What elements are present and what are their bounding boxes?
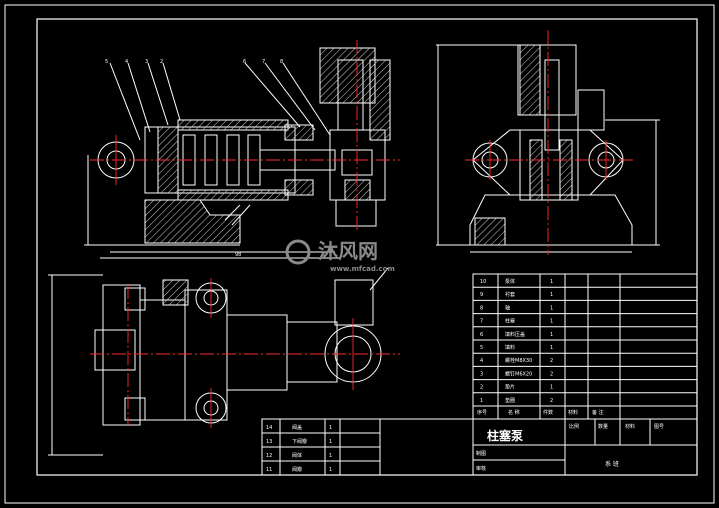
bom-row-qty: 2 [550,358,553,364]
svg-text:4: 4 [125,59,128,65]
part-title: 柱塞泵 [487,428,523,443]
bom-row-name: 衬套 [505,291,515,298]
bom-row-seq: 6 [480,332,483,338]
lower-row-seq: 13 [266,439,272,445]
lower-row-qty: 1 [329,467,332,473]
bom-row-seq: 3 [480,371,483,377]
bom-row-qty: 1 [550,345,553,351]
material-label: 材料 [625,423,635,430]
svg-text:2: 2 [160,59,163,65]
lower-row-seq: 14 [266,425,272,431]
svg-text:8: 8 [280,59,283,65]
top-centerlines [90,278,400,428]
lower-row-qty: 1 [329,439,332,445]
front-centerlines [90,40,400,230]
bom-row-qty: 1 [550,385,553,391]
side-centerlines [465,30,635,255]
svg-text:6: 6 [243,59,246,65]
bom-row-seq: 10 [480,279,486,285]
bom-row-seq: 4 [480,358,483,364]
bom-header-seq: 序号 [477,409,487,416]
scale-label: 比例 [569,423,579,430]
lower-row-qty: 1 [329,425,332,431]
designer-label: 制图 [476,450,486,457]
bom-row-name: 填料 [505,344,515,351]
bom-row-name: 填料压盖 [505,331,525,338]
bom-row-name: 螺钉M6X20 [505,370,532,377]
checker-label: 审核 [476,465,486,472]
svg-text:98: 98 [235,252,241,258]
bom-row-lines [473,286,697,407]
watermark-logo-icon [285,239,311,265]
bom-row-qty: 2 [550,371,553,377]
bom-header-qty: 件数 [543,409,553,416]
bom-row-seq: 8 [480,305,483,311]
lower-row-name: 阀体 [292,452,302,459]
drawing-no-label: 图号 [654,424,664,430]
quantity-label: 数量 [598,423,608,430]
bom-header-name: 名 称 [508,409,520,416]
watermark: 沐风网 www.mfcad.com [285,239,395,273]
title-block-text: 柱塞泵 比例 数量 材料 图号 制图 审核 系 班 序号 名 称 件数 材料 备… [476,409,664,472]
outer-frame [4,4,715,504]
top-view [48,257,389,456]
svg-text:3: 3 [145,59,148,65]
watermark-brand: 沐风网 [318,239,378,263]
lower-row-name: 阀瓣 [292,466,302,473]
bom-row-name: 垫圈 [505,397,515,404]
bom-row-name: 螺栓M8X30 [505,357,532,364]
bom-row-seq: 5 [480,345,483,351]
bom-row-qty: 1 [550,279,553,285]
bom-row-name: 泵体 [505,278,515,285]
bom-row-qty: 1 [550,292,553,298]
lower-row-qty: 1 [329,453,332,459]
lower-row-name: 下阀瓣 [292,438,307,445]
bom-table [472,273,698,420]
bom-row-seq: 7 [480,319,483,325]
bom-row-qty: 2 [550,398,553,404]
bom-row-qty: 1 [550,319,553,325]
lower-row-name: 阀盖 [292,424,302,431]
bom-row-seq: 9 [480,292,483,298]
bom-row-qty: 1 [550,332,553,338]
lower-row-seq: 12 [266,453,272,459]
bom-rows: 10 泵体 1 9 衬套 1 8 轴 1 7 柱塞 1 6 填料压盖 1 5 填料 1 4 螺栓M8X30 2 3 螺钉M6… [480,278,553,404]
bom-row-name: 垫片 [505,384,515,391]
watermark-url: www.mfcad.com [330,265,395,273]
bom-row-seq: 1 [480,398,483,404]
title-block [261,418,698,476]
school-label: 系 班 [605,460,619,468]
bom-row-seq: 2 [480,385,483,391]
bom-header-note: 备 注 [592,409,604,416]
bom-header-material: 材料 [568,409,578,416]
svg-text:5: 5 [105,59,108,65]
svg-text:7: 7 [262,59,265,65]
lower-row-seq: 11 [266,467,272,473]
bom-row-name: 轴 [505,304,510,311]
bom-row-qty: 1 [550,305,553,311]
bom-row-name: 柱塞 [505,318,515,325]
front-section-view: 5 4 3 2 6 7 8 98 [84,47,391,258]
